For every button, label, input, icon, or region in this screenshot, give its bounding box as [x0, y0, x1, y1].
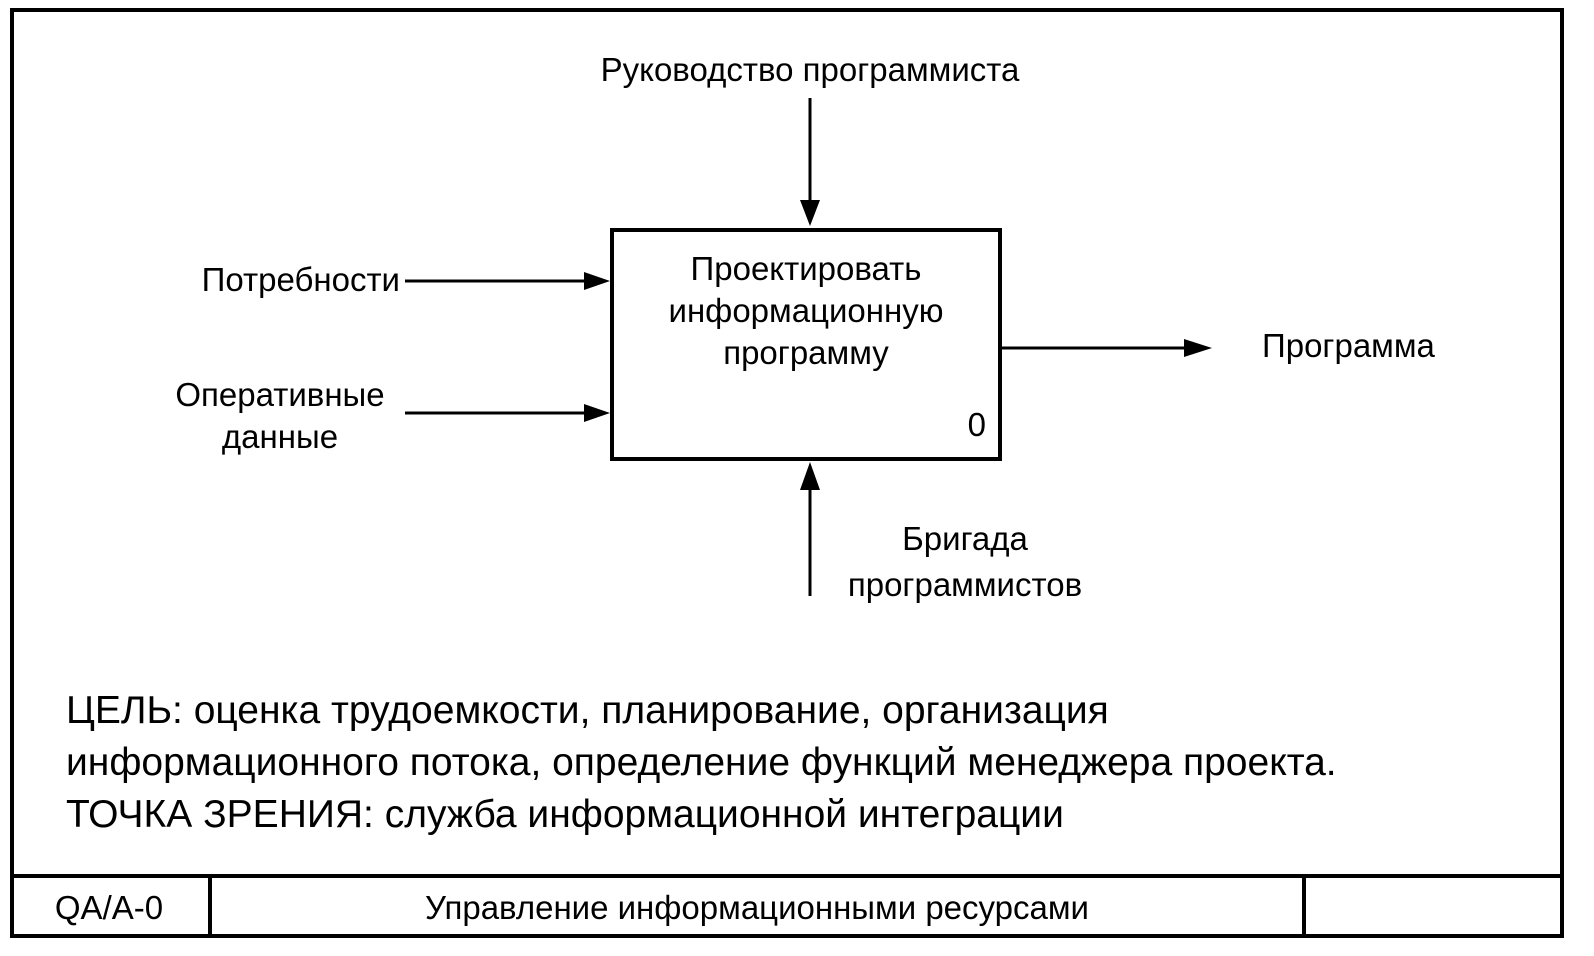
node-label: QA/A-0 [54, 889, 164, 926]
control-label: Руководство программиста [600, 51, 1020, 88]
footer-title-cell: Управление информационными ресурсами [212, 878, 1306, 938]
purpose-line: ЦЕЛЬ: оценка трудоемкости, планирование,… [66, 689, 1109, 732]
diagram-title: Управление информационными ресурсами [425, 889, 1089, 926]
mechanism-label: Бригада программистов [805, 516, 1125, 608]
diagram-frame [10, 8, 1564, 938]
purpose-text: ЦЕЛЬ: оценка трудоемкости, планирование,… [66, 685, 1546, 841]
control-arrow [800, 98, 820, 226]
function-title-line: Проектировать [690, 250, 922, 287]
input-arrow-needs [405, 272, 610, 290]
input-arrow-operational-data [405, 404, 610, 422]
purpose-line: информационного потока, определение функ… [66, 741, 1337, 784]
viewpoint-line: ТОЧКА ЗРЕНИЯ: служба информационной инте… [66, 793, 1064, 836]
diagram-footer: QA/A-0 Управление информационными ресурс… [10, 874, 1564, 938]
footer-node-cell: QA/A-0 [10, 878, 212, 938]
function-box[interactable]: Проектировать информационную программу 0 [610, 228, 1002, 461]
input-label-operational-data: Оперативные данные [130, 374, 430, 458]
input-label-needs: Потребности [201, 261, 400, 298]
footer-number-cell [1306, 878, 1564, 938]
function-title: Проектировать информационную программу [614, 248, 998, 374]
input-label-line: данные [221, 418, 339, 455]
output-arrow-program [1002, 339, 1212, 357]
function-title-line: информационную [668, 292, 944, 329]
output-label: Программа [1262, 327, 1435, 364]
mechanism-arrow [800, 462, 820, 596]
function-number: 0 [967, 406, 986, 443]
input-label-line: Оперативные [175, 376, 385, 413]
mechanism-label-line: программистов [847, 566, 1083, 603]
function-title-line: программу [723, 334, 889, 371]
mechanism-label-line: Бригада [902, 520, 1028, 557]
